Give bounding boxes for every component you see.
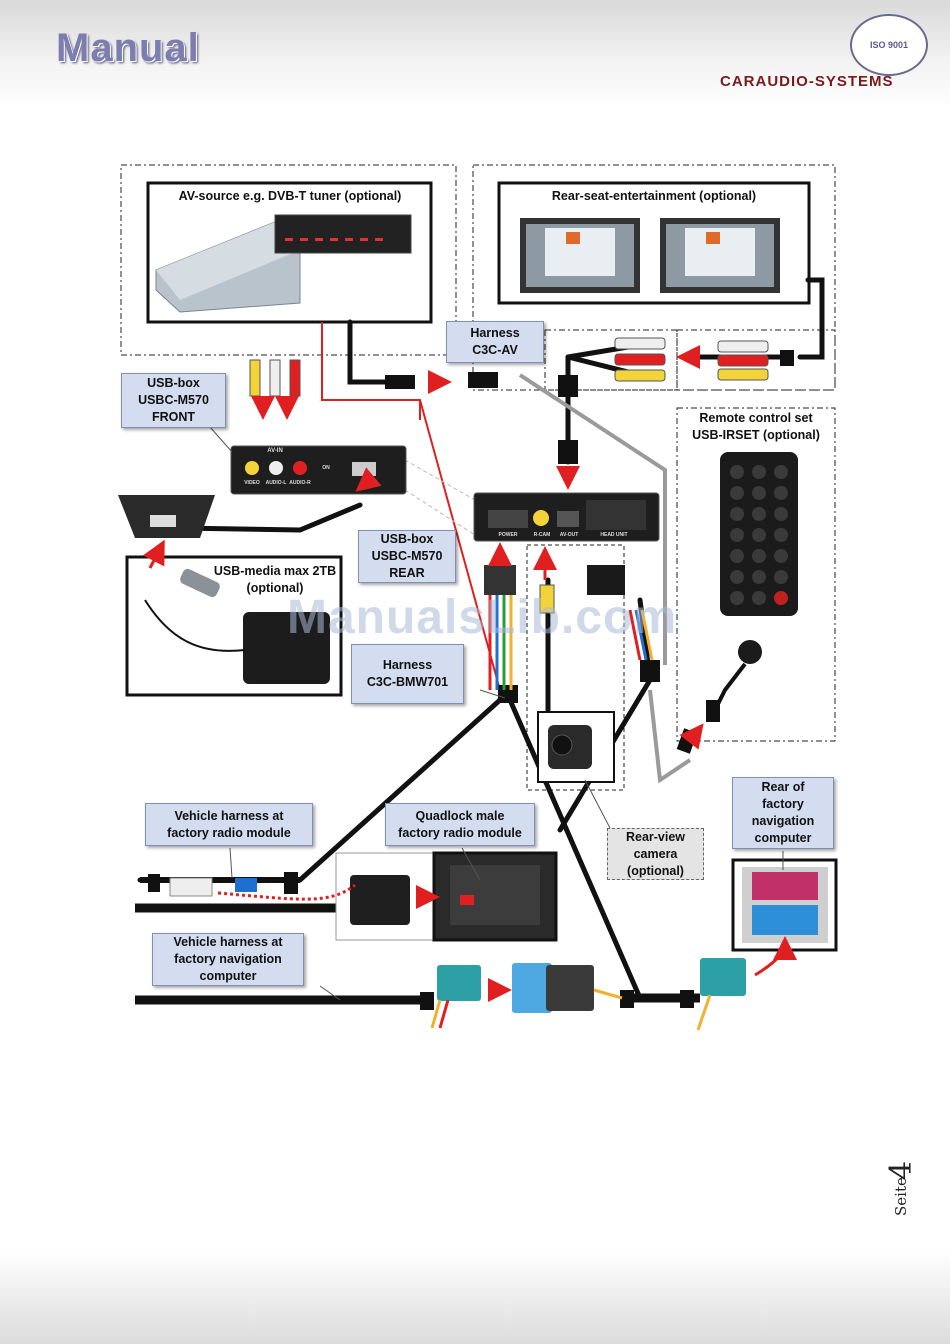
- quadlock-image: [335, 851, 558, 942]
- camera-frame: [526, 544, 625, 791]
- rear-avout-text: AV-OUT: [559, 532, 579, 538]
- dotted-radio-route: [217, 883, 356, 901]
- rear-camera-image: [537, 711, 615, 783]
- manual-title: Manual: [56, 26, 200, 70]
- ir-receiver-image: [676, 640, 762, 754]
- label-quadlock: Quadlock male factory radio module: [385, 803, 535, 846]
- ir-grey-cable: [648, 689, 692, 784]
- label-harness-av: Harness C3C-AV: [446, 321, 544, 363]
- front-audiol-text: AUDIO-L: [265, 480, 287, 486]
- front-on-text: ON: [322, 465, 330, 471]
- rse-title: Rear-seat-entertainment (optional): [551, 189, 757, 203]
- usb-stick-image: [180, 568, 220, 598]
- label-vehicle-radio: Vehicle harness at factory radio module: [145, 803, 313, 846]
- rse-cable: [797, 277, 825, 360]
- front-audior-text: AUDIO-R: [289, 480, 311, 486]
- arrow-nav-rear: [754, 936, 797, 977]
- harness-av-connector: [468, 372, 498, 388]
- remote-frame: [676, 407, 836, 742]
- arrow-ir-up: [679, 723, 704, 750]
- dvbt-display: [274, 214, 412, 254]
- header-band: [0, 0, 950, 110]
- harness-av-frame: [544, 329, 678, 391]
- label-vehicle-nav: Vehicle harness at factory navigation co…: [152, 933, 304, 986]
- av-source-frame: [120, 164, 457, 356]
- front-video-text: VIDEO: [244, 480, 260, 486]
- page-digit: 4: [884, 1160, 919, 1180]
- usb-media-title: USB-media max 2TB (optional): [213, 564, 337, 595]
- watermark: ManualsLib.com: [286, 591, 678, 644]
- rca-plugs-rse: [614, 337, 769, 382]
- av-source-power-cable: [347, 319, 388, 385]
- label-nav-rear: Rear of factory navigation computer: [732, 777, 834, 849]
- nav-computer-rear-image: [731, 858, 838, 952]
- page-number: Seite 4: [884, 1150, 919, 1220]
- label-rear-camera: Rear-view camera (optional): [607, 828, 704, 880]
- rse-screen-right: [660, 218, 780, 293]
- rear-headunit-text: HEAD UNIT: [600, 532, 628, 538]
- arrow-usb-stick: [143, 539, 165, 569]
- footer-band: [0, 1250, 950, 1344]
- av-source-title: AV-source e.g. DVB-T tuner (optional): [178, 189, 402, 203]
- iso-badge: ISO 9001: [850, 14, 928, 76]
- rse-screen-left: [520, 218, 640, 293]
- av-power-connector: [385, 375, 415, 389]
- front-avin-text: AV-IN: [267, 448, 283, 454]
- nav-adapter-left: [430, 965, 481, 1029]
- label-harness-bmw701: Harness C3C-BMW701: [351, 644, 464, 704]
- usb-box-rear-device: [473, 492, 660, 542]
- bmw-main-cable-right: [507, 697, 643, 1001]
- brand-logo-text: CARAUDIO-SYSTEMS: [720, 73, 894, 90]
- usb-cable-front: [175, 502, 363, 533]
- arrow-usb-front: [355, 467, 382, 492]
- rear-power-text: POWER: [498, 532, 518, 538]
- nav-adapter-right: [696, 958, 746, 1031]
- nav-adapter-middle: [512, 963, 623, 1013]
- usb-hdd-image: [243, 612, 330, 684]
- vehicle-radio-connector: [169, 877, 257, 897]
- rcam-rca-plug: [539, 584, 555, 614]
- label-usb-front: USB-box USBC-M570 FRONT: [121, 373, 226, 428]
- headunit-connector: [587, 565, 625, 595]
- remote-title: Remote control set USB-IRSET (optional): [692, 411, 820, 442]
- rear-rcam-text: R-CAM: [533, 532, 551, 538]
- harness-av-grey-cable: [518, 373, 667, 665]
- label-usb-rear: USB-box USBC-M570 REAR: [358, 530, 456, 583]
- rca-plugs-av-source: [249, 359, 301, 397]
- remote-control-image: [720, 452, 798, 616]
- page-word: Seite: [892, 1177, 910, 1216]
- bmw701-connector: [484, 565, 516, 690]
